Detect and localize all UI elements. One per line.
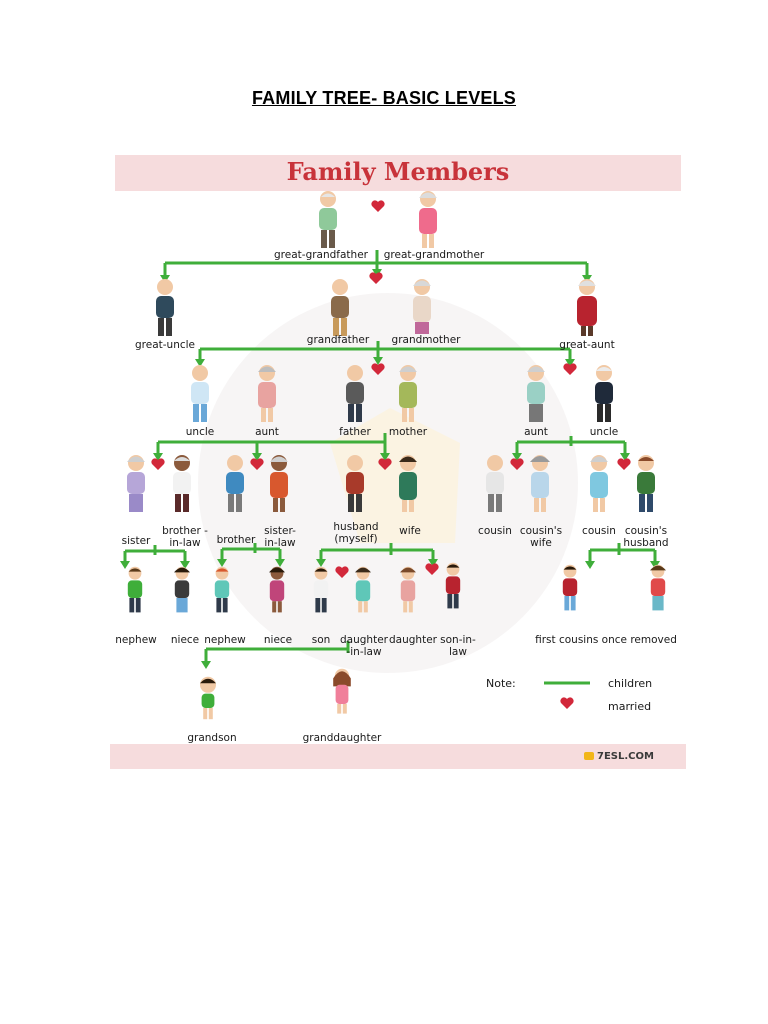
tree-connector-lines xyxy=(120,250,660,685)
married-heart-icon xyxy=(371,200,385,218)
label-brother: brother xyxy=(216,534,256,546)
label-niece-right: niece xyxy=(263,634,293,646)
label-son: son xyxy=(311,634,331,646)
husband-figure xyxy=(340,453,370,515)
married-heart-icon xyxy=(510,458,524,476)
uncle-right-figure xyxy=(589,363,619,425)
father-figure xyxy=(340,363,370,425)
label-father: father xyxy=(339,426,371,438)
figure-title: Family Members xyxy=(286,157,510,186)
label-husband-myself: husband (myself) xyxy=(333,521,379,545)
uncle-figure xyxy=(185,363,215,425)
daughter-in-law-figure xyxy=(351,565,375,615)
label-cousins-wife: cousin's wife xyxy=(519,525,563,549)
grandfather-figure xyxy=(325,277,355,339)
brother-in-law-figure xyxy=(167,453,197,515)
label-grandfather: grandfather xyxy=(306,334,370,346)
mother-figure xyxy=(393,363,423,425)
label-sister: sister xyxy=(121,535,151,547)
cousin-figure xyxy=(480,453,510,515)
label-granddaughter: granddaughter xyxy=(302,732,382,744)
family-tree-figure: Family Members xyxy=(110,153,686,769)
brother-figure xyxy=(220,453,250,515)
nephew-right-figure xyxy=(210,565,234,615)
label-first-cousins-once-removed: first cousins once removed xyxy=(535,634,677,646)
label-cousin-right: cousin xyxy=(582,525,616,537)
label-great-grandfather: great-grandfather xyxy=(274,249,368,261)
niece-right-figure xyxy=(265,565,289,615)
married-heart-icon xyxy=(369,272,383,290)
label-brother-in-law: brother -in-law xyxy=(162,525,208,549)
nephew-figure xyxy=(123,565,147,615)
label-great-grandmother: great-grandmother xyxy=(383,249,485,261)
label-great-uncle: great-uncle xyxy=(134,339,196,351)
brand-text: 7ESL.COM xyxy=(597,751,654,762)
label-grandmother: grandmother xyxy=(391,334,461,346)
label-cousin: cousin xyxy=(478,525,512,537)
son-in-law-figure xyxy=(441,561,465,611)
married-heart-icon xyxy=(151,458,165,476)
sister-in-law-figure xyxy=(264,453,294,515)
legend-children-label: children xyxy=(608,677,653,690)
married-heart-icon xyxy=(250,458,264,476)
label-daughter-in-law: daughter -in-law xyxy=(340,634,388,658)
label-daughter: daughter xyxy=(389,634,437,646)
document-title: FAMILY TREE- BASIC LEVELS xyxy=(251,88,517,108)
first-cousin-once-removed-figure xyxy=(646,563,670,613)
great-grandfather-figure xyxy=(313,189,343,251)
cousins-wife-figure xyxy=(525,453,555,515)
great-aunt-figure xyxy=(572,277,602,339)
label-great-aunt: great-aunt xyxy=(559,339,615,351)
label-uncle: uncle xyxy=(185,426,215,438)
son-figure xyxy=(309,565,333,615)
brand-logo: 7ESL.COM xyxy=(584,751,654,762)
label-nephew-right: nephew xyxy=(204,634,246,646)
aunt-figure xyxy=(252,363,282,425)
wife-figure xyxy=(393,453,423,515)
label-aunt-right: aunt xyxy=(524,426,548,438)
legend-note: Note: xyxy=(486,677,516,690)
label-uncle-right: uncle xyxy=(589,426,619,438)
cousin-right-figure xyxy=(584,453,614,515)
label-cousins-husband: cousin's husband xyxy=(623,525,669,549)
married-heart-icon xyxy=(563,363,577,381)
married-heart-icon xyxy=(425,563,439,581)
cousins-husband-figure xyxy=(631,453,661,515)
granddaughter-figure xyxy=(330,667,354,717)
first-cousin-once-removed-figure xyxy=(558,563,582,613)
niece-figure xyxy=(170,565,194,615)
legend-heart-icon xyxy=(560,697,574,715)
grandmother-figure xyxy=(407,277,437,339)
grandson-figure xyxy=(196,675,220,725)
label-nephew: nephew xyxy=(115,634,157,646)
sister-figure xyxy=(121,453,151,515)
label-son-in-law: son-in- law xyxy=(440,634,476,658)
label-wife: wife xyxy=(399,525,421,537)
married-heart-icon xyxy=(378,458,392,476)
figure-title-banner xyxy=(115,155,681,191)
married-heart-icon xyxy=(617,458,631,476)
married-heart-icon xyxy=(371,363,385,381)
daughter-figure xyxy=(396,565,420,615)
brand-mark-icon xyxy=(584,752,594,760)
legend-married-label: married xyxy=(608,700,652,713)
great-grandmother-figure xyxy=(413,189,443,251)
label-aunt: aunt xyxy=(255,426,279,438)
aunt-right-figure xyxy=(521,363,551,425)
great-uncle-figure xyxy=(150,277,180,339)
label-niece: niece xyxy=(170,634,200,646)
label-grandson: grandson xyxy=(187,732,237,744)
label-mother: mother xyxy=(388,426,428,438)
label-sister-in-law: sister- in-law xyxy=(264,525,296,549)
married-heart-icon xyxy=(335,566,349,584)
